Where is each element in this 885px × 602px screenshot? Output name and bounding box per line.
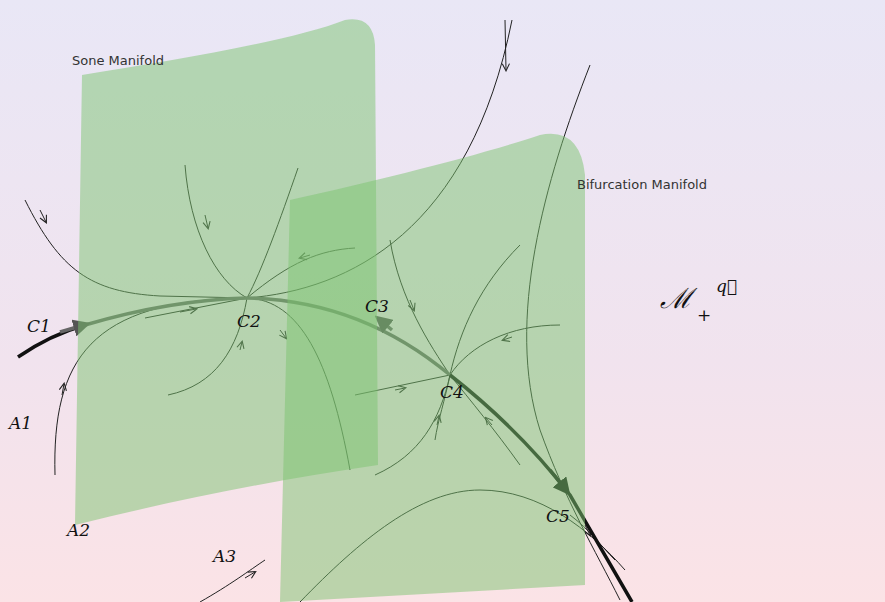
curve-label: C5 (546, 506, 570, 526)
curve-label: A2 (67, 520, 90, 540)
curve-label: C4 (440, 382, 464, 402)
curve-label: A3 (213, 546, 236, 566)
bifurcation-manifold-sheet: Bifurcation Manifold (280, 135, 590, 602)
curve-label: C1 (27, 316, 51, 336)
manifold-label: Bifurcation Manifold (577, 177, 707, 192)
manifold-label: Sone Manifold (72, 53, 164, 68)
manifold-sheet (280, 135, 590, 602)
sheet-outline (280, 134, 585, 602)
space-symbol: q⃗ (716, 276, 737, 296)
curve-label: C2 (237, 311, 261, 331)
space-symbol: ℳ (660, 278, 692, 316)
space-symbol: + (697, 305, 711, 325)
curve-label: A1 (9, 413, 32, 433)
curve-label: C3 (365, 296, 389, 316)
